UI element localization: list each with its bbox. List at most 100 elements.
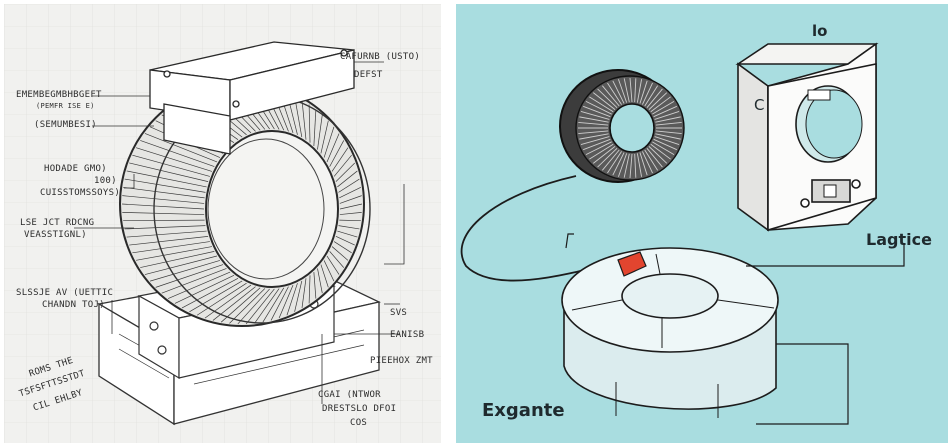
winding-line [122, 212, 205, 215]
small-winding-line [579, 133, 609, 140]
winding-line [132, 241, 210, 254]
small-winding-line [629, 153, 633, 179]
small-winding-line [589, 143, 614, 160]
winding-line [320, 120, 329, 154]
small-winding-line [623, 153, 630, 178]
large-ring-base [561, 247, 779, 418]
winding-line [155, 264, 224, 288]
small-winding-line [653, 105, 678, 118]
small-winding-line [592, 92, 616, 110]
winding-line [262, 287, 285, 323]
winding-line [337, 230, 358, 238]
winding-line [278, 284, 294, 319]
top-bracket [149, 41, 355, 155]
winding-line [338, 178, 360, 193]
small-winding-line [644, 149, 659, 171]
winding-line [149, 260, 221, 282]
label-left-5b: CHANDN TOJ) [42, 300, 105, 310]
winding-line [317, 114, 323, 150]
winding-line [331, 246, 349, 261]
small-winding-line [650, 96, 671, 113]
label-right-1: SVS [390, 308, 408, 318]
small-winding-line [653, 138, 678, 151]
label-lattice: Lagtice [866, 230, 932, 249]
small-winding-line [618, 153, 628, 177]
label-bottom-mid-1: CGAI (NTWOR [318, 390, 381, 400]
small-winding-line [582, 105, 611, 118]
small-winding-line [655, 133, 681, 140]
winding-line [335, 236, 355, 246]
label-left-1: EMEMBEGMBHBGEFT [16, 90, 102, 100]
winding-line [123, 219, 205, 222]
small-winding-line [589, 96, 614, 113]
small-winding-line [623, 78, 630, 103]
winding-line [333, 154, 352, 177]
winding-line [161, 268, 227, 294]
winding-line [122, 195, 205, 204]
small-winding-line [650, 143, 671, 160]
small-winding-line [634, 153, 637, 178]
small-winding-line [579, 116, 609, 123]
current-transformer-box [735, 42, 879, 232]
winding-line [329, 251, 345, 268]
label-left-5: SLSSJE AV (UETTIC [16, 288, 114, 298]
small-winding-line [585, 141, 612, 156]
winding-line [144, 133, 218, 163]
small-winding-line [618, 79, 628, 103]
winding-line [339, 219, 361, 222]
winding-line [329, 140, 345, 167]
technical-sketch-panel: CAFURNB (USTO) DEFST EMEMBEGMBHBGEFT (PE… [4, 4, 441, 443]
small-winding-line [655, 130, 682, 135]
winding-line [320, 264, 329, 288]
winding-line [126, 170, 207, 188]
small-winding-line [652, 101, 675, 115]
winding-line [229, 288, 266, 324]
small-winding-line [585, 100, 612, 115]
winding-line [254, 288, 280, 324]
small-winding-line [644, 85, 659, 107]
small-winding-line [597, 148, 618, 168]
winding-line [212, 286, 256, 321]
label-left-3c: CUISSTOMSSOYS) [40, 188, 121, 198]
small-winding-line [607, 151, 622, 174]
winding-line [313, 109, 317, 146]
winding-line [339, 203, 363, 210]
small-toroid [559, 69, 685, 183]
small-winding-line [655, 116, 681, 123]
small-winding-line [639, 152, 648, 176]
small-winding-line [629, 77, 633, 103]
winding-line [308, 104, 311, 143]
winding-line [196, 282, 247, 316]
small-winding-line [652, 141, 675, 155]
winding-line [323, 260, 335, 282]
winding-line [333, 241, 352, 254]
winding-line [204, 284, 252, 319]
winding-line [286, 283, 298, 316]
winding-line [317, 268, 323, 294]
label-exgante: Exgante [482, 400, 565, 421]
small-winding-line [636, 79, 643, 103]
winding-line [174, 275, 235, 304]
leader-lines [74, 61, 405, 404]
small-winding-line [601, 149, 620, 171]
winding-line [326, 133, 340, 163]
winding-line [135, 147, 213, 172]
small-winding-line [646, 88, 663, 108]
winding-line [129, 236, 209, 246]
label-left-2: (SEMUMBESI) [34, 120, 97, 130]
winding-line [140, 251, 215, 268]
winding-line [123, 186, 205, 199]
small-winding-line [612, 80, 625, 104]
winding-line [135, 246, 213, 261]
red-terminal [617, 251, 647, 277]
small-winding-line [642, 151, 653, 174]
small-winding-line [578, 121, 609, 126]
label-bottom-mid-3: COS [350, 418, 368, 428]
small-winding-line [601, 85, 620, 107]
winding-line [140, 140, 215, 167]
label-left-3: HODADE GMO) [44, 164, 107, 174]
small-winding-line [582, 138, 611, 151]
label-top-right-1: CAFURNB (USTO) [340, 52, 421, 62]
winding-line [301, 100, 307, 140]
winding-line [313, 272, 317, 299]
